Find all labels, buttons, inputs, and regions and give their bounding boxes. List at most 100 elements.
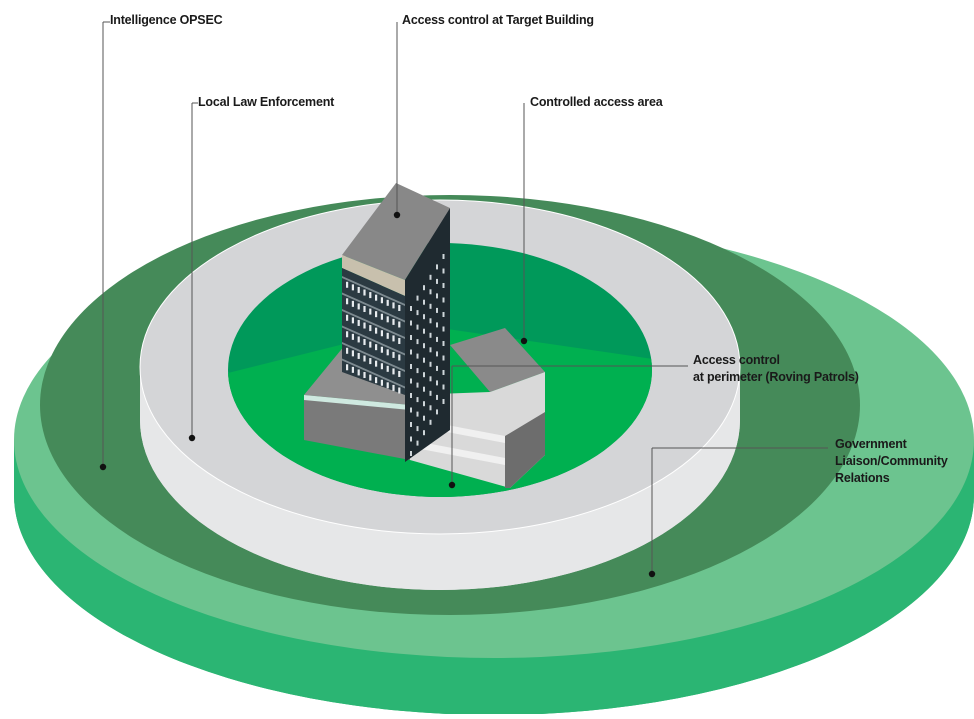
floor-band [342, 276, 405, 306]
label-controlled-access-area: Controlled access area [530, 95, 663, 109]
window [436, 322, 438, 328]
window [429, 332, 432, 338]
window [423, 285, 425, 291]
window [410, 306, 412, 311]
window [351, 317, 354, 324]
window [375, 377, 378, 384]
window [351, 300, 354, 307]
window [429, 405, 432, 411]
window [392, 368, 395, 375]
window [416, 397, 419, 403]
window [436, 293, 438, 299]
window [442, 370, 445, 375]
window [423, 415, 425, 421]
window [429, 347, 432, 353]
window [346, 298, 349, 305]
window [423, 430, 425, 436]
window [442, 283, 445, 288]
floor-band [342, 325, 405, 356]
window [357, 352, 360, 359]
window [416, 426, 419, 432]
window [392, 335, 395, 342]
window [410, 364, 412, 369]
window [423, 357, 425, 363]
window [423, 386, 425, 392]
window [423, 299, 425, 305]
window [357, 336, 360, 343]
window [429, 376, 432, 382]
window [386, 365, 389, 372]
window [346, 331, 349, 338]
window [369, 325, 372, 332]
window [380, 363, 383, 370]
window [398, 304, 401, 311]
window [363, 355, 366, 362]
window [423, 343, 425, 349]
window [410, 436, 412, 442]
window [386, 299, 389, 306]
window [423, 372, 425, 378]
window [351, 366, 354, 373]
window [398, 387, 401, 394]
window [363, 339, 366, 346]
label-government-liaison: Government Liaison/Community Relations [835, 436, 948, 487]
window [369, 308, 372, 315]
label-access-control-perimeter: Access control at perimeter (Roving Patr… [693, 352, 859, 386]
window [375, 327, 378, 334]
window [416, 353, 419, 359]
window [436, 307, 438, 313]
window [380, 330, 383, 337]
window [436, 351, 438, 357]
window [386, 349, 389, 356]
label-line: Access control [693, 353, 780, 367]
window [363, 306, 366, 313]
window [442, 268, 445, 274]
window [423, 328, 425, 334]
window [429, 419, 432, 425]
window [416, 339, 419, 345]
target-building [304, 183, 545, 488]
window [363, 322, 366, 329]
leader-lines [102, 21, 828, 574]
window [357, 319, 360, 326]
window [436, 409, 438, 415]
window [442, 384, 445, 390]
window [436, 278, 438, 284]
window [346, 314, 349, 321]
window [346, 281, 349, 288]
window [436, 336, 438, 342]
window [380, 346, 383, 353]
floor-band [342, 358, 405, 389]
window [436, 394, 438, 400]
window [363, 372, 366, 379]
window [416, 440, 419, 446]
window [392, 384, 395, 391]
window [410, 349, 412, 355]
window [442, 254, 445, 259]
window [392, 302, 395, 309]
window [423, 314, 425, 320]
window [429, 390, 432, 396]
floor-band [342, 309, 405, 339]
window [392, 318, 395, 325]
window [398, 321, 401, 328]
window [398, 354, 401, 361]
window [416, 411, 419, 417]
label-line: Liaison/Community [835, 454, 948, 468]
window [416, 295, 419, 301]
window [380, 313, 383, 320]
window [357, 303, 360, 310]
window [442, 399, 445, 404]
window [442, 326, 445, 332]
window [351, 284, 354, 291]
window [346, 364, 349, 371]
window [351, 350, 354, 357]
window [416, 368, 419, 374]
label-access-control-target-building: Access control at Target Building [402, 13, 594, 27]
label-intelligence-opsec: Intelligence OPSEC [110, 13, 223, 27]
window [357, 369, 360, 376]
window [369, 341, 372, 348]
window [410, 320, 412, 326]
leader-dots [99, 211, 656, 578]
